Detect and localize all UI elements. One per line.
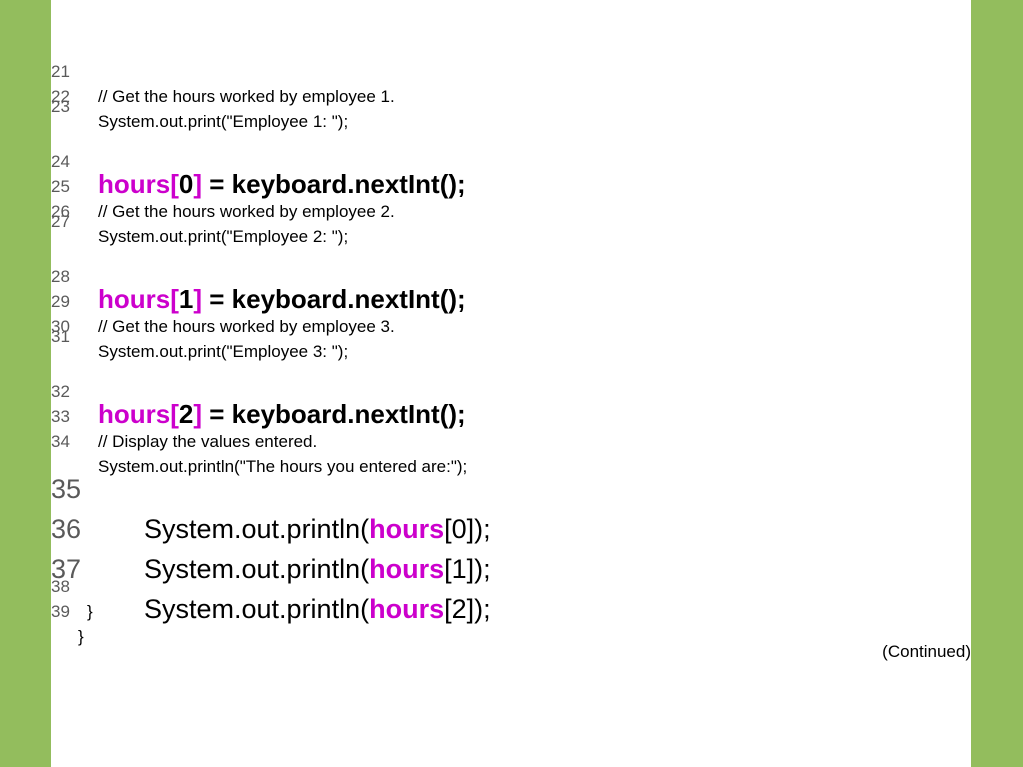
line-number: 36 bbox=[51, 514, 82, 544]
code-text: hours[2] = keyboard.nextInt(); bbox=[98, 394, 466, 434]
array-index: 1 bbox=[178, 284, 194, 314]
code-text: // Get the hours worked by employee 1. bbox=[98, 87, 395, 106]
code-line-34: 34 System.out.println("The hours you ent… bbox=[51, 404, 971, 476]
code-line-38: 38 } bbox=[51, 549, 971, 621]
code-line-24: 24 bbox=[51, 124, 971, 171]
assignment: = keyboard.nextInt(); bbox=[202, 169, 466, 199]
array-name: hours bbox=[369, 514, 445, 544]
code-text: System.out.print("Employee 2: "); bbox=[98, 227, 349, 246]
code-line-23: 23 hours[0] = keyboard.nextInt(); bbox=[51, 84, 971, 199]
line-number: 26 bbox=[51, 202, 70, 221]
code-line-26: 26 System.out.print("Employee 2: "); bbox=[51, 174, 971, 246]
line-number: 30 bbox=[51, 317, 70, 336]
code-listing: 21 // Get the hours worked by employee 1… bbox=[51, 34, 971, 646]
right-accent-bar bbox=[971, 0, 1023, 767]
code-text: System.out.println(hours[0]); bbox=[144, 509, 491, 549]
array-index: [0]); bbox=[444, 514, 491, 544]
code-text: // Get the hours worked by employee 2. bbox=[98, 202, 395, 221]
line-number: 25 bbox=[51, 177, 70, 196]
line-number: 28 bbox=[51, 267, 70, 286]
array-index: [1]); bbox=[444, 554, 491, 584]
code-line-27: 27 hours[1] = keyboard.nextInt(); bbox=[51, 199, 971, 314]
line-number: 27 bbox=[51, 212, 70, 231]
line-number: 23 bbox=[51, 97, 70, 116]
code-line-33: 33 // Display the values entered. bbox=[51, 379, 971, 451]
code-line-36: 36 System.out.println(hours[1]); bbox=[51, 469, 971, 584]
array-name: hours[ bbox=[98, 399, 179, 429]
array-name: hours bbox=[369, 594, 445, 624]
assignment: = keyboard.nextInt(); bbox=[202, 284, 466, 314]
line-number: 31 bbox=[51, 327, 70, 346]
code-text: System.out.println(hours[1]); bbox=[144, 549, 491, 589]
code-line-25: 25 // Get the hours worked by employee 2… bbox=[51, 149, 971, 221]
code-text: System.out.print("Employee 1: "); bbox=[98, 112, 349, 131]
println-call: System.out.println( bbox=[144, 554, 370, 584]
code-text: } bbox=[87, 602, 93, 621]
code-text: System.out.println("The hours you entere… bbox=[98, 457, 468, 476]
array-bracket: ] bbox=[193, 399, 203, 429]
code-line-30: 30 System.out.print("Employee 3: "); bbox=[51, 289, 971, 361]
code-text: } bbox=[78, 627, 84, 646]
array-index: 0 bbox=[178, 169, 194, 199]
code-text: System.out.print("Employee 3: "); bbox=[98, 342, 349, 361]
code-line-28: 28 bbox=[51, 239, 971, 286]
code-line-35: 35 System.out.println(hours[0]); bbox=[51, 429, 971, 544]
line-number: 33 bbox=[51, 407, 70, 426]
code-text: hours[1] = keyboard.nextInt(); bbox=[98, 279, 466, 319]
array-name: hours[ bbox=[98, 169, 179, 199]
line-number: 32 bbox=[51, 382, 70, 401]
code-line-21: 21 // Get the hours worked by employee 1… bbox=[51, 34, 971, 106]
left-accent-bar bbox=[0, 0, 51, 767]
line-number: 38 bbox=[51, 577, 70, 596]
code-line-39: 39 } bbox=[51, 574, 971, 646]
line-number: 34 bbox=[51, 432, 70, 451]
line-number: 39 bbox=[51, 602, 70, 621]
code-line-32: 32 bbox=[51, 354, 971, 401]
println-call: System.out.println( bbox=[144, 594, 370, 624]
line-number: 37 bbox=[51, 554, 82, 584]
array-bracket: ] bbox=[193, 284, 203, 314]
array-index: [2]); bbox=[444, 594, 491, 624]
code-text: System.out.println(hours[2]); bbox=[144, 589, 491, 629]
continued-label: (Continued) bbox=[882, 642, 971, 661]
line-number: 22 bbox=[51, 87, 70, 106]
array-name: hours[ bbox=[98, 284, 179, 314]
code-line-37: 37 System.out.println(hours[2]); bbox=[51, 509, 971, 624]
line-number: 21 bbox=[51, 62, 70, 81]
println-call: System.out.println( bbox=[144, 514, 370, 544]
code-line-31: 31 hours[2] = keyboard.nextInt(); bbox=[51, 314, 971, 429]
array-bracket: ] bbox=[193, 169, 203, 199]
array-index: 2 bbox=[178, 399, 194, 429]
line-number: 35 bbox=[51, 474, 82, 504]
code-text: // Get the hours worked by employee 3. bbox=[98, 317, 395, 336]
line-number: 24 bbox=[51, 152, 70, 171]
line-number: 29 bbox=[51, 292, 70, 311]
code-line-22: 22 System.out.print("Employee 1: "); bbox=[51, 59, 971, 131]
code-line-29: 29 // Get the hours worked by employee 3… bbox=[51, 264, 971, 336]
code-text: // Display the values entered. bbox=[98, 432, 318, 451]
assignment: = keyboard.nextInt(); bbox=[202, 399, 466, 429]
code-text: hours[0] = keyboard.nextInt(); bbox=[98, 164, 466, 204]
array-name: hours bbox=[369, 554, 445, 584]
